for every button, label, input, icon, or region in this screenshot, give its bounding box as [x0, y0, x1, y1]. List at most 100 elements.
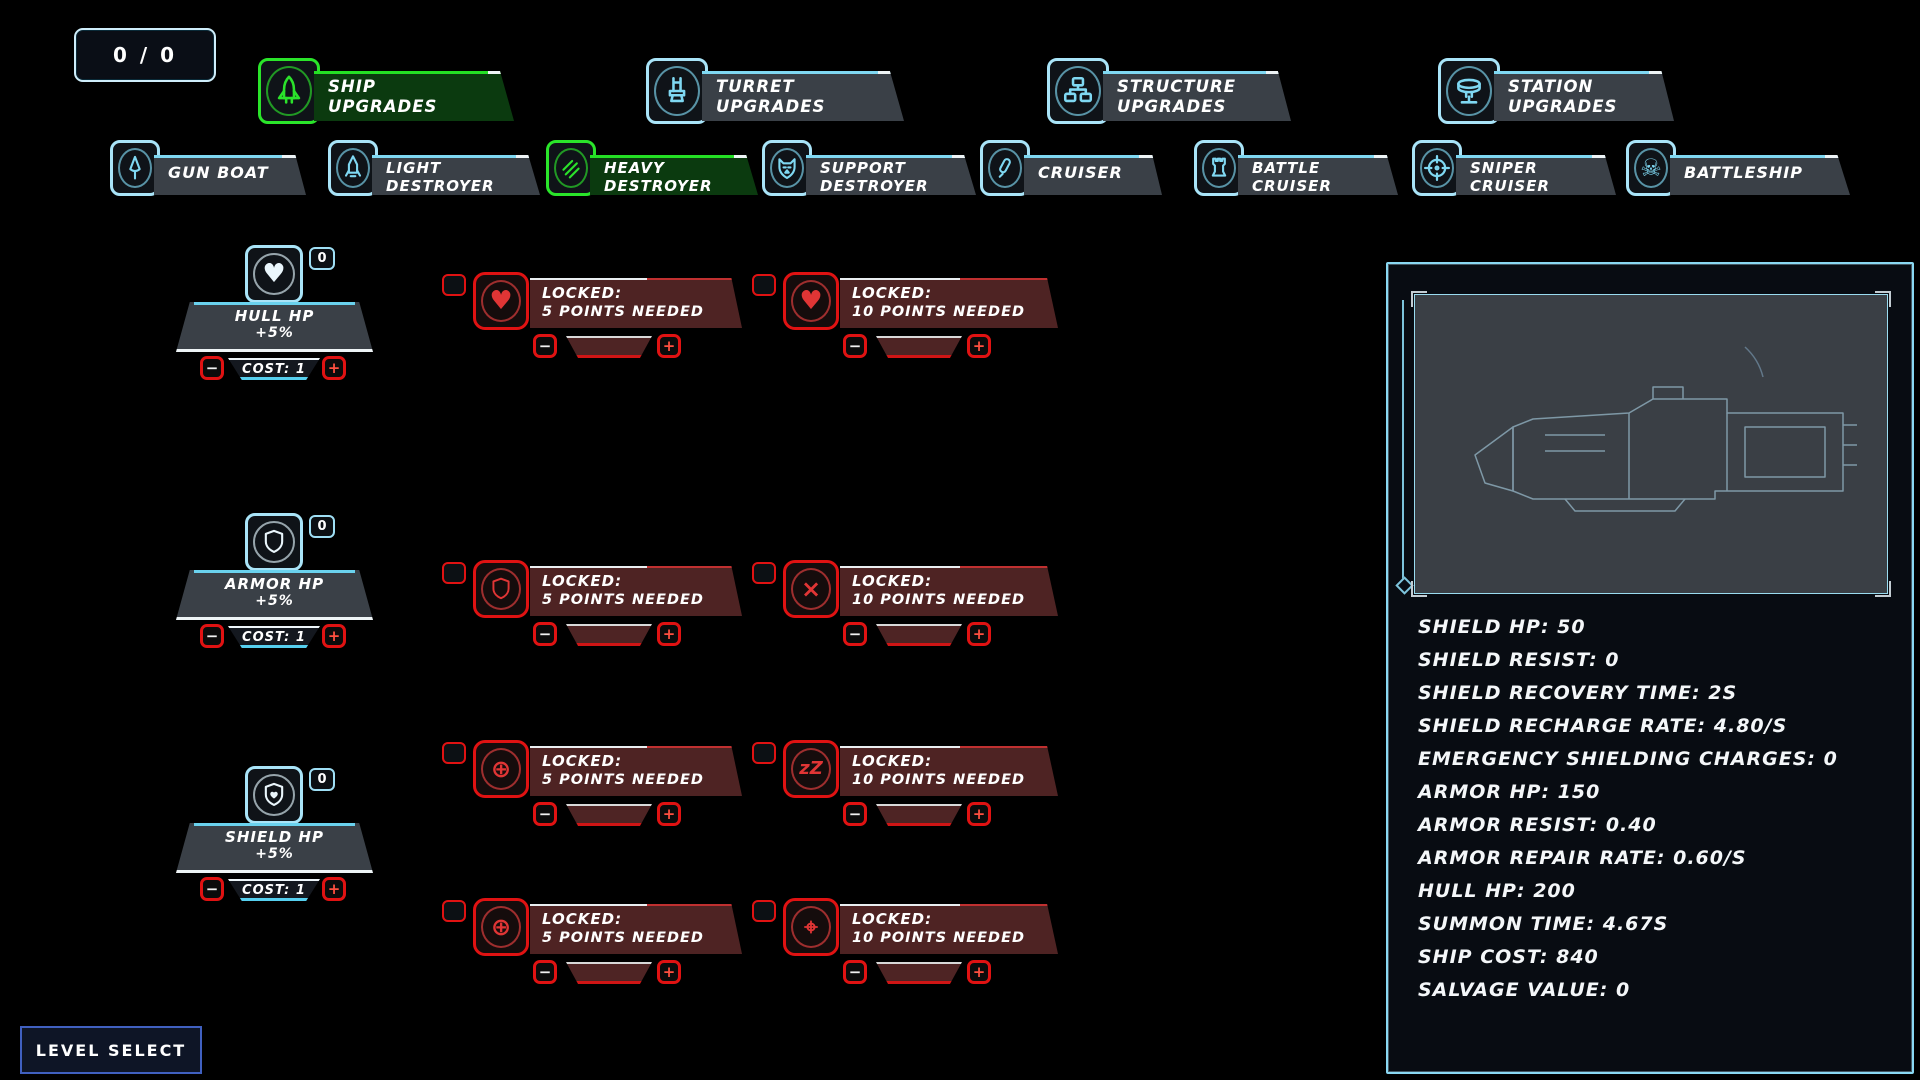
points-value: 0 / 0	[112, 43, 178, 67]
tab-battleship[interactable]: ☠ BATTLESHIP	[1626, 140, 1866, 196]
locked-upgrade-1-icon-box[interactable]: ♥	[473, 272, 529, 330]
cost-plate: COST: 1	[228, 626, 320, 648]
locked-upgrade-5-icon-box[interactable]: ⊕	[473, 740, 529, 798]
level-select-button[interactable]: LEVEL SELECT	[20, 1026, 202, 1074]
tab-label: SUPPORT	[820, 159, 906, 177]
upgrade-level-badge	[752, 274, 776, 296]
increase-button[interactable]: +	[322, 877, 346, 901]
decrease-button[interactable]: −	[533, 960, 557, 984]
increase-button[interactable]: +	[657, 622, 681, 646]
heart-icon: ♥	[262, 259, 286, 289]
cruiser-icon	[991, 154, 1019, 182]
cost-plate	[876, 336, 962, 358]
decrease-button[interactable]: −	[200, 624, 224, 648]
tab-heavy-destroyer[interactable]: HEAVY DESTROYER	[546, 140, 764, 196]
locked-banner: LOCKED: 10 POINTS NEEDED	[840, 904, 1058, 954]
decrease-button[interactable]: −	[533, 802, 557, 826]
upgrade-level-badge: 0	[309, 768, 335, 791]
upgrade-level-badge: 0	[309, 515, 335, 538]
decrease-button[interactable]: −	[533, 622, 557, 646]
upgrade-icon-box[interactable]	[245, 766, 303, 824]
heavy-destroyer-icon-box	[546, 140, 596, 196]
upgrade-level-badge	[752, 562, 776, 584]
ship-stats-list: SHIELD HP: 50 SHIELD RESIST: 0 SHIELD RE…	[1418, 616, 1892, 1012]
decrease-button[interactable]: −	[843, 622, 867, 646]
stat-line: HULL HP: 200	[1418, 880, 1576, 902]
battleship-icon-box: ☠	[1626, 140, 1676, 196]
station-icon-box	[1438, 58, 1500, 124]
upgrade-card-armor-hp: 0 ARMOR HP +5% − COST: 1 +	[176, 513, 376, 653]
increase-button[interactable]: +	[657, 960, 681, 984]
sleep-upgrade-icon: zZ	[799, 758, 823, 779]
increase-button[interactable]: +	[657, 334, 681, 358]
battle-cruiser-icon	[1205, 154, 1233, 182]
locked-upgrade-3-icon-box[interactable]	[473, 560, 529, 618]
decrease-button[interactable]: −	[200, 356, 224, 380]
locked-banner: LOCKED: 5 POINTS NEEDED	[530, 278, 742, 328]
increase-button[interactable]: +	[967, 622, 991, 646]
tab-cruiser[interactable]: CRUISER	[980, 140, 1170, 196]
upgrade-points-counter: 0 / 0	[74, 28, 216, 82]
locked-upgrade-card: zZ LOCKED: 10 POINTS NEEDED − +	[752, 740, 1092, 835]
tab-battle-cruiser[interactable]: BATTLE CRUISER	[1194, 140, 1404, 196]
decrease-button[interactable]: −	[200, 877, 224, 901]
locked-upgrade-2-icon-box[interactable]: ♥	[783, 272, 839, 330]
locked-upgrade-8-icon-box[interactable]: ⌖	[783, 898, 839, 956]
locked-upgrade-card: ⊕ LOCKED: 5 POINTS NEEDED − +	[442, 898, 782, 993]
locked-banner: LOCKED: 5 POINTS NEEDED	[530, 904, 742, 954]
upgrade-icon-box[interactable]	[245, 513, 303, 571]
increase-button[interactable]: +	[967, 960, 991, 984]
turret-icon-box	[646, 58, 708, 124]
locked-banner: LOCKED: 10 POINTS NEEDED	[840, 566, 1058, 616]
cross-upgrade-icon: ×	[800, 575, 822, 603]
tab-structure-upgrades[interactable]: STRUCTURE UPGRADES	[1047, 58, 1297, 124]
locked-upgrade-6-icon-box[interactable]: zZ	[783, 740, 839, 798]
locked-banner: LOCKED: 5 POINTS NEEDED	[530, 566, 742, 616]
stat-line: SHIELD HP: 50	[1418, 616, 1586, 638]
tab-label: SNIPER	[1470, 159, 1538, 177]
increase-button[interactable]: +	[967, 334, 991, 358]
upgrade-icon-box[interactable]: ♥	[245, 245, 303, 303]
decrease-button[interactable]: −	[533, 334, 557, 358]
tab-support-destroyer[interactable]: SUPPORT DESTROYER	[762, 140, 980, 196]
tab-ship-upgrades[interactable]: SHIP UPGRADES	[258, 58, 518, 124]
upgrade-card-shield-hp: 0 SHIELD HP +5% − COST: 1 +	[176, 766, 376, 906]
locked-banner: LOCKED: 10 POINTS NEEDED	[840, 746, 1058, 796]
upgrade-level-badge	[442, 274, 466, 296]
upgrade-level-badge	[442, 900, 466, 922]
tab-label: STRUCTURE	[1117, 77, 1236, 96]
locked-upgrade-7-icon-box[interactable]: ⊕	[473, 898, 529, 956]
tab-label: SHIP	[328, 77, 376, 96]
corner-bracket	[1875, 291, 1891, 307]
gun-boat-icon	[121, 154, 149, 182]
tab-station-upgrades[interactable]: STATION UPGRADES	[1438, 58, 1680, 124]
tab-light-destroyer[interactable]: LIGHT DESTROYER	[328, 140, 546, 196]
cost-plate	[876, 624, 962, 646]
decrease-button[interactable]: −	[843, 802, 867, 826]
decrease-button[interactable]: −	[843, 334, 867, 358]
cost-plate	[566, 804, 652, 826]
upgrade-level-badge: 0	[309, 247, 335, 270]
increase-button[interactable]: +	[322, 624, 346, 648]
panel-decor-line	[1402, 300, 1404, 580]
tab-label: HEAVY	[604, 159, 665, 177]
light-destroyer-icon-box	[328, 140, 378, 196]
upgrade-card-hull-hp: ♥ 0 HULL HP +5% − COST: 1 +	[176, 245, 376, 385]
tab-sniper-cruiser[interactable]: SNIPER CRUISER	[1412, 140, 1622, 196]
tab-gun-boat[interactable]: GUN BOAT	[110, 140, 310, 196]
tab-label: TURRET	[716, 77, 795, 96]
tab-label: BATTLESHIP	[1670, 155, 1850, 195]
locked-upgrade-4-icon-box[interactable]: ×	[783, 560, 839, 618]
increase-button[interactable]: +	[967, 802, 991, 826]
increase-button[interactable]: +	[322, 356, 346, 380]
ship-icon	[272, 74, 306, 108]
upgrade-level-badge	[442, 742, 466, 764]
shield-icon	[260, 528, 288, 556]
upgrade-level-badge	[752, 900, 776, 922]
decrease-button[interactable]: −	[843, 960, 867, 984]
increase-button[interactable]: +	[657, 802, 681, 826]
structure-icon-box	[1047, 58, 1109, 124]
tab-turret-upgrades[interactable]: TURRET UPGRADES	[646, 58, 908, 124]
ship-preview	[1411, 291, 1891, 597]
